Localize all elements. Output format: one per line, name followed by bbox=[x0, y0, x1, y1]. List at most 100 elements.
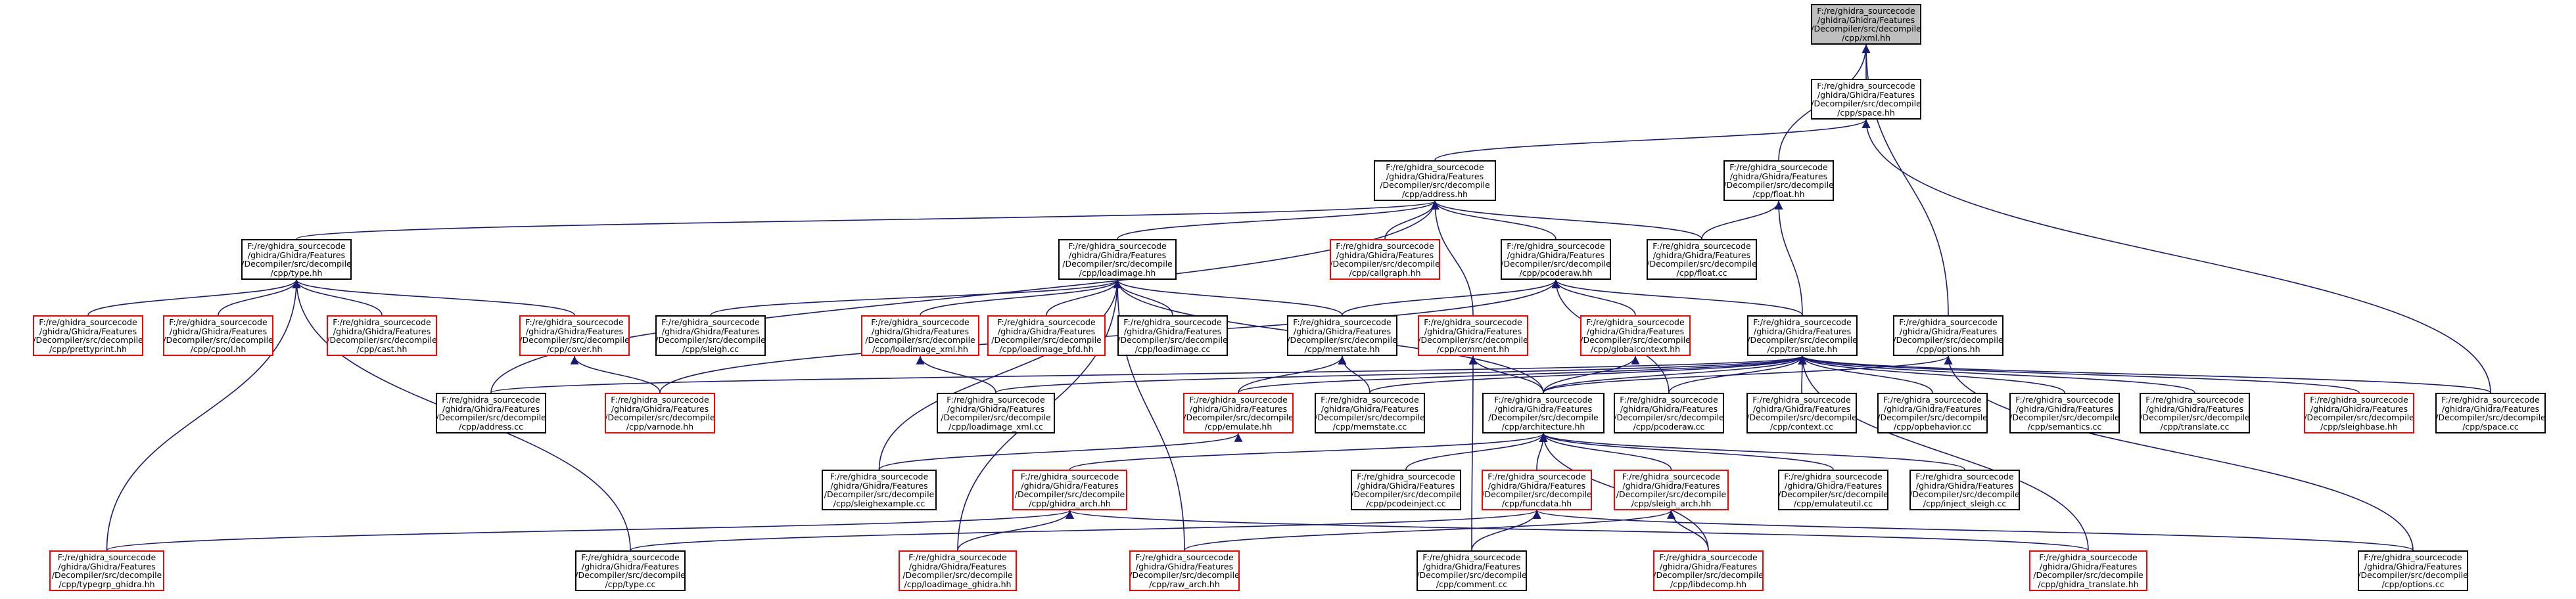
edge-loadimage_hh-to-address_hh bbox=[1117, 200, 1440, 240]
file-node-float-hh[interactable]: F:/re/ghidra_sourcecode /ghidra/Ghidra/F… bbox=[1723, 160, 1834, 201]
file-node-sleighbase-hh[interactable]: F:/re/ghidra_sourcecode /ghidra/Ghidra/F… bbox=[2304, 393, 2414, 433]
file-node-ghidra-translate-hh[interactable]: F:/re/ghidra_sourcecode /ghidra/Ghidra/F… bbox=[2029, 550, 2147, 591]
edge-cpool_hh-to-type_hh bbox=[218, 279, 301, 316]
file-node-options-cc[interactable]: F:/re/ghidra_sourcecode /ghidra/Ghidra/F… bbox=[2358, 550, 2468, 591]
file-node-memstate-hh[interactable]: F:/re/ghidra_sourcecode /ghidra/Ghidra/F… bbox=[1287, 315, 1397, 356]
edge-varnode_hh-to-pcoderaw_hh bbox=[659, 279, 1560, 393]
file-node-emulateutil-cc[interactable]: F:/re/ghidra_sourcecode /ghidra/Ghidra/F… bbox=[1778, 470, 1888, 510]
file-node-funcdata-hh[interactable]: F:/re/ghidra_sourcecode /ghidra/Ghidra/F… bbox=[1482, 470, 1592, 510]
file-node-inject-sleigh-cc[interactable]: F:/re/ghidra_sourcecode /ghidra/Ghidra/F… bbox=[1909, 470, 2020, 510]
edge-loadimage_xml_hh-to-loadimage_hh bbox=[920, 279, 1122, 316]
edge-space_cc-to-space_hh bbox=[1862, 119, 2491, 393]
edge-sleigh_arch_hh-to-architecture_hh bbox=[1539, 433, 1672, 470]
edge-prettyprint_hh-to-type_hh bbox=[87, 279, 301, 316]
edge-pcodeinject_cc-to-architecture_hh bbox=[1405, 433, 1548, 470]
file-node-libdecomp-hh[interactable]: F:/re/ghidra_sourcecode /ghidra/Ghidra/F… bbox=[1653, 550, 1764, 591]
file-node-loadimage-bfd-hh[interactable]: F:/re/ghidra_sourcecode /ghidra/Ghidra/F… bbox=[987, 315, 1106, 356]
file-node-options-hh[interactable]: F:/re/ghidra_sourcecode /ghidra/Ghidra/F… bbox=[1893, 315, 2003, 356]
file-node-address-hh[interactable]: F:/re/ghidra_sourcecode /ghidra/Ghidra/F… bbox=[1374, 160, 1496, 201]
file-node-globalcontext-hh[interactable]: F:/re/ghidra_sourcecode /ghidra/Ghidra/F… bbox=[1580, 315, 1691, 356]
edge-sleighbase_hh-to-translate_hh bbox=[1798, 355, 2360, 393]
file-node-loadimage-ghidra-hh[interactable]: F:/re/ghidra_sourcecode /ghidra/Ghidra/F… bbox=[899, 550, 1017, 591]
edge-emulate_hh-to-memstate_hh bbox=[1238, 355, 1347, 393]
edge-cast_hh-to-type_hh bbox=[292, 279, 383, 316]
edge-float_cc-to-float_hh bbox=[1701, 200, 1783, 240]
file-node-semantics-cc[interactable]: F:/re/ghidra_sourcecode /ghidra/Ghidra/F… bbox=[2009, 393, 2120, 433]
edge-pcoderaw_hh-to-address_hh bbox=[1430, 200, 1557, 240]
file-node-context-cc[interactable]: F:/re/ghidra_sourcecode /ghidra/Ghidra/F… bbox=[1746, 393, 1857, 433]
edge-emulate_hh-to-translate_hh bbox=[1238, 355, 1807, 393]
file-node-comment-hh[interactable]: F:/re/ghidra_sourcecode /ghidra/Ghidra/F… bbox=[1418, 315, 1528, 356]
file-node-prettyprint-hh[interactable]: F:/re/ghidra_sourcecode /ghidra/Ghidra/F… bbox=[33, 315, 143, 356]
edge-float_cc-to-address_hh bbox=[1430, 200, 1702, 240]
edge-loadimage_xml_cc-to-translate_hh bbox=[995, 355, 1806, 393]
edge-translate_cc-to-translate_hh bbox=[1798, 355, 2195, 393]
file-node-cpool-hh[interactable]: F:/re/ghidra_sourcecode /ghidra/Ghidra/F… bbox=[163, 315, 273, 356]
file-node-sleighexample-cc[interactable]: F:/re/ghidra_sourcecode /ghidra/Ghidra/F… bbox=[822, 470, 937, 510]
edge-address_hh-to-space_hh bbox=[1434, 119, 1871, 161]
edge-comment_hh-to-address_hh bbox=[1430, 200, 1474, 316]
edge-typegrp_ghidra_hh-to-ghidra_arch_hh bbox=[106, 510, 1074, 551]
file-node-sleigh-arch-hh[interactable]: F:/re/ghidra_sourcecode /ghidra/Ghidra/F… bbox=[1614, 470, 1729, 510]
file-node-raw-arch-hh[interactable]: F:/re/ghidra_sourcecode /ghidra/Ghidra/F… bbox=[1129, 550, 1240, 591]
file-node-ghidra-arch-hh[interactable]: F:/re/ghidra_sourcecode /ghidra/Ghidra/F… bbox=[1012, 470, 1127, 510]
edge-sleighexample_cc-to-emulate_hh bbox=[878, 433, 1243, 470]
edge-libdecomp_hh-to-sleigh_arch_hh bbox=[1667, 510, 1709, 551]
file-node-loadimage-xml-cc[interactable]: F:/re/ghidra_sourcecode /ghidra/Ghidra/F… bbox=[937, 393, 1055, 433]
edge-address_cc-to-translate_hh bbox=[490, 355, 1806, 393]
edge-cover_hh-to-type_hh bbox=[292, 279, 575, 316]
file-node-xml: F:/re/ghidra_sourcecode /ghidra/Ghidra/F… bbox=[1811, 4, 1921, 45]
file-node-translate-cc[interactable]: F:/re/ghidra_sourcecode /ghidra/Ghidra/F… bbox=[2140, 393, 2250, 433]
edge-ghidra_arch_hh-to-architecture_hh bbox=[1069, 433, 1548, 470]
file-node-architecture-hh[interactable]: F:/re/ghidra_sourcecode /ghidra/Ghidra/F… bbox=[1482, 393, 1604, 433]
file-node-comment-cc[interactable]: F:/re/ghidra_sourcecode /ghidra/Ghidra/F… bbox=[1417, 550, 1527, 591]
edge-sleighexample_cc-to-loadimage_hh bbox=[878, 279, 1122, 470]
file-node-sleigh-cc[interactable]: F:/re/ghidra_sourcecode /ghidra/Ghidra/F… bbox=[655, 315, 766, 356]
file-node-typegrp-ghidra-hh[interactable]: F:/re/ghidra_sourcecode /ghidra/Ghidra/F… bbox=[49, 550, 164, 591]
edge-opbehavior_cc-to-translate_hh bbox=[1798, 355, 1933, 393]
edge-translate_hh-to-pcoderaw_hh bbox=[1551, 279, 1803, 316]
edge-varnode_hh-to-cover_hh bbox=[570, 355, 661, 393]
edge-options_cc-to-options_hh bbox=[1944, 355, 2414, 551]
edge-comment_cc-to-comment_hh bbox=[1468, 355, 1478, 551]
file-node-pcoderaw-cc[interactable]: F:/re/ghidra_sourcecode /ghidra/Ghidra/F… bbox=[1614, 393, 1724, 433]
file-node-varnode-hh[interactable]: F:/re/ghidra_sourcecode /ghidra/Ghidra/F… bbox=[605, 393, 715, 433]
file-node-opbehavior-cc[interactable]: F:/re/ghidra_sourcecode /ghidra/Ghidra/F… bbox=[1877, 393, 1988, 433]
file-node-type-cc[interactable]: F:/re/ghidra_sourcecode /ghidra/Ghidra/F… bbox=[575, 550, 686, 591]
file-node-cover-hh[interactable]: F:/re/ghidra_sourcecode /ghidra/Ghidra/F… bbox=[519, 315, 630, 356]
file-node-memstate-cc[interactable]: F:/re/ghidra_sourcecode /ghidra/Ghidra/F… bbox=[1315, 393, 1425, 433]
edge-raw_arch_hh-to-sleigh_arch_hh bbox=[1184, 510, 1675, 551]
edge-emulateutil_cc-to-architecture_hh bbox=[1539, 433, 1834, 470]
file-node-space-cc[interactable]: F:/re/ghidra_sourcecode /ghidra/Ghidra/F… bbox=[2435, 393, 2546, 433]
edge-options_cc-to-funcdata_hh bbox=[1533, 510, 2414, 551]
edge-globalcontext_hh-to-pcoderaw_hh bbox=[1551, 279, 1636, 316]
file-node-pcoderaw-hh[interactable]: F:/re/ghidra_sourcecode /ghidra/Ghidra/F… bbox=[1501, 239, 1611, 280]
edge-memstate_hh-to-pcoderaw_hh bbox=[1342, 279, 1560, 316]
edge-inject_sleigh_cc-to-architecture_hh bbox=[1539, 433, 1965, 470]
file-node-type-hh[interactable]: F:/re/ghidra_sourcecode /ghidra/Ghidra/F… bbox=[241, 239, 352, 280]
file-node-loadimage-hh[interactable]: F:/re/ghidra_sourcecode /ghidra/Ghidra/F… bbox=[1058, 239, 1177, 280]
file-node-callgraph-hh[interactable]: F:/re/ghidra_sourcecode /ghidra/Ghidra/F… bbox=[1330, 239, 1440, 280]
file-node-pcodeinject-cc[interactable]: F:/re/ghidra_sourcecode /ghidra/Ghidra/F… bbox=[1351, 470, 1461, 510]
edge-type_hh-to-address_hh bbox=[296, 200, 1439, 240]
edge-ghidra_translate_hh-to-translate_hh bbox=[1798, 355, 2089, 551]
file-node-emulate-hh[interactable]: F:/re/ghidra_sourcecode /ghidra/Ghidra/F… bbox=[1183, 393, 1294, 433]
file-node-cast-hh[interactable]: F:/re/ghidra_sourcecode /ghidra/Ghidra/F… bbox=[327, 315, 437, 356]
edge-semantics_cc-to-translate_hh bbox=[1798, 355, 2065, 393]
edge-memstate_cc-to-translate_hh bbox=[1369, 355, 1807, 393]
edge-translate_hh-to-float_hh bbox=[1774, 200, 1803, 316]
edge-sleigh_cc-to-loadimage_hh bbox=[710, 279, 1122, 316]
edge-type_cc-to-funcdata_hh bbox=[630, 510, 1541, 551]
edge-loadimage_ghidra_hh-to-ghidra_arch_hh bbox=[957, 510, 1074, 551]
edge-architecture_hh-to-translate_hh bbox=[1543, 355, 1807, 393]
edge-loadimage_bfd_hh-to-loadimage_hh bbox=[1046, 279, 1122, 316]
file-node-loadimage-cc[interactable]: F:/re/ghidra_sourcecode /ghidra/Ghidra/F… bbox=[1117, 315, 1228, 356]
file-node-space-hh[interactable]: F:/re/ghidra_sourcecode /ghidra/Ghidra/F… bbox=[1811, 79, 1921, 120]
edge-loadimage_xml_cc-to-loadimage_xml_hh bbox=[916, 355, 996, 393]
edge-address_cc-to-address_hh bbox=[490, 200, 1440, 393]
file-node-loadimage-xml-hh[interactable]: F:/re/ghidra_sourcecode /ghidra/Ghidra/F… bbox=[861, 315, 979, 356]
file-node-translate-hh[interactable]: F:/re/ghidra_sourcecode /ghidra/Ghidra/F… bbox=[1747, 315, 1858, 356]
file-node-float-cc[interactable]: F:/re/ghidra_sourcecode /ghidra/Ghidra/F… bbox=[1647, 239, 1757, 280]
file-node-address-cc[interactable]: F:/re/ghidra_sourcecode /ghidra/Ghidra/F… bbox=[436, 393, 546, 433]
